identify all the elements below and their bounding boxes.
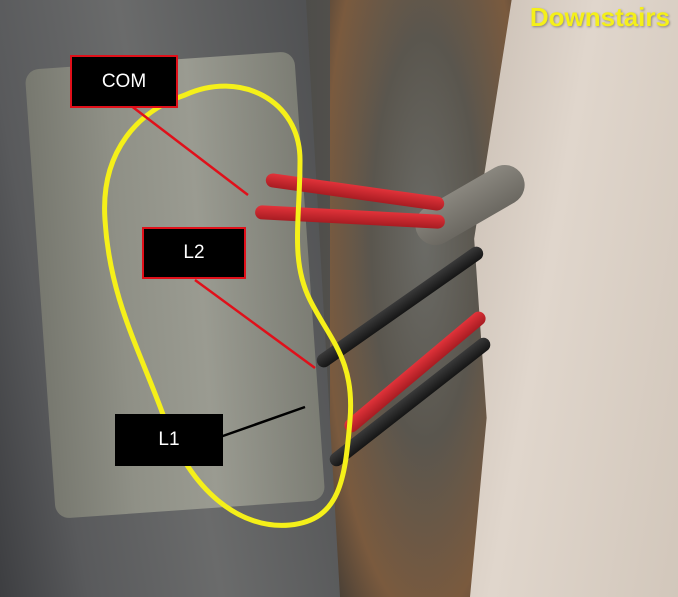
yellow-outline	[102, 83, 354, 528]
com-label-text: COM	[101, 70, 147, 92]
com-leader-line	[129, 104, 249, 196]
l2-label: L2	[142, 227, 246, 279]
location-title: Downstairs	[529, 2, 670, 32]
l2-label-text: L2	[183, 242, 205, 263]
wall-surface	[470, 0, 678, 597]
l1-label: L1	[115, 414, 223, 466]
com-label: COM	[70, 55, 178, 108]
l1-leader-line	[219, 405, 306, 439]
l1-label-text: L1	[158, 429, 180, 450]
l2-leader-line	[194, 278, 316, 370]
